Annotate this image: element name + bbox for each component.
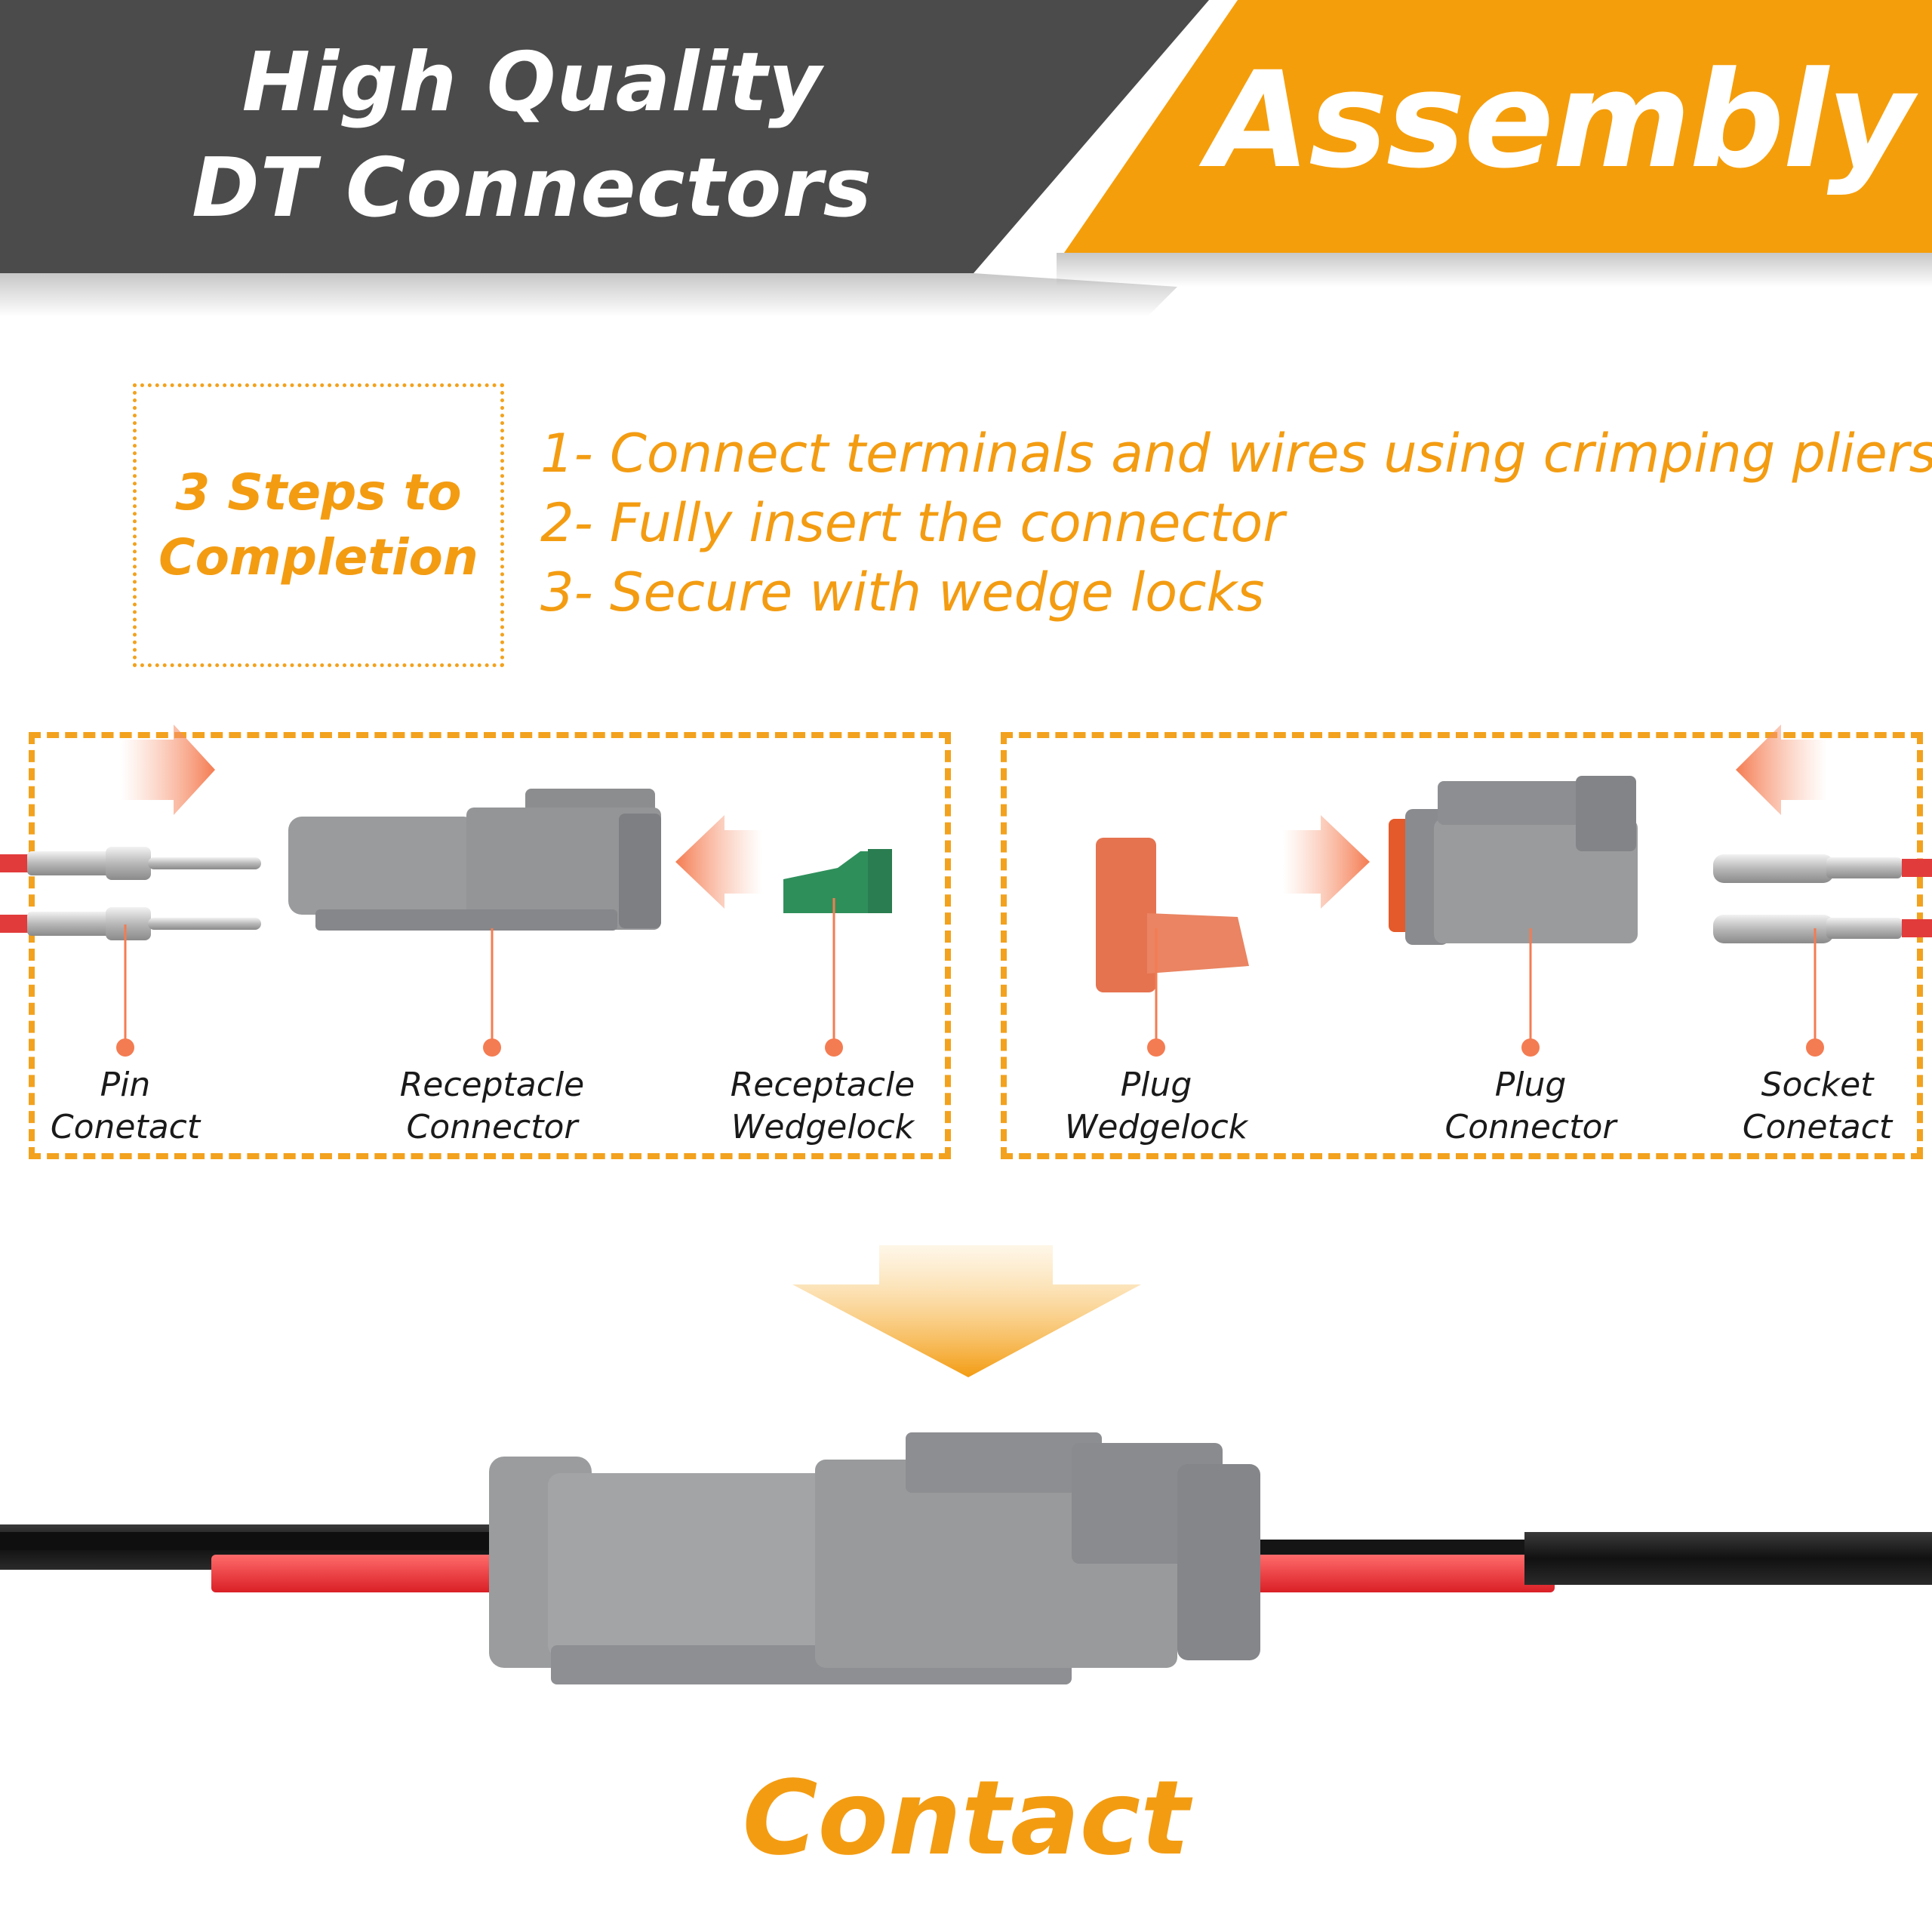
step-item: 3- Secure with wedge locks — [540, 561, 1265, 623]
header-title-line-2: DT Connectors — [192, 141, 872, 235]
pin-contact-icon — [0, 847, 261, 940]
part-label-receptacle-connector: Receptacle Connector — [379, 1064, 605, 1149]
part-label-line: Connector — [406, 1108, 578, 1146]
result-label: Contact — [742, 1759, 1190, 1878]
arrow-right-icon — [121, 724, 215, 815]
part-label-pin-contact: Pin Conetact — [12, 1064, 238, 1149]
dark-banner — [0, 0, 1209, 273]
part-label-receptacle-wedgelock: Receptacle Wedgelock — [709, 1064, 936, 1149]
part-label-line: Connector — [1444, 1108, 1617, 1146]
header-banner — [0, 0, 1932, 317]
steps-heading: 3 Steps to Completion — [158, 460, 478, 590]
steps-heading-box: 3 Steps to Completion — [133, 383, 504, 667]
part-label-line: Receptacle — [399, 1066, 585, 1104]
part-label-line: Plug — [1494, 1066, 1567, 1104]
receptacle-wedgelock-icon — [783, 849, 892, 913]
part-label-plug-connector: Plug Connector — [1417, 1064, 1644, 1149]
header-title: High Quality DT Connectors — [0, 30, 1064, 242]
plug-wedgelock-icon — [1096, 838, 1249, 992]
part-label-plug-wedgelock: Plug Wedgelock — [1043, 1064, 1269, 1149]
parts-illustration — [0, 724, 1932, 1057]
steps-heading-line-2: Completion — [158, 528, 478, 586]
receptacle-parts-box — [29, 732, 951, 1159]
header-title-line-1: High Quality — [242, 35, 823, 130]
part-label-line: Pin — [100, 1066, 151, 1104]
part-label-line: Socket — [1761, 1066, 1874, 1104]
arrow-left-icon — [675, 815, 762, 909]
step-item: 1- Connect terminals and wires using cri… — [540, 423, 1932, 485]
part-label-socket-contact: Socket Conetact — [1704, 1064, 1930, 1149]
part-label-line: Receptacle — [730, 1066, 915, 1104]
plug-connector-icon — [1389, 776, 1638, 945]
part-label-line: Wedgelock — [1064, 1108, 1248, 1146]
plug-parts-box — [1001, 732, 1923, 1159]
part-label-line: Conetact — [1742, 1108, 1893, 1146]
assembly-badge: Assembly — [1208, 43, 1914, 198]
part-label-line: Conetact — [50, 1108, 201, 1146]
arrow-right-icon — [1283, 815, 1370, 909]
part-label-line: Wedgelock — [731, 1108, 915, 1146]
step-item: 2- Fully insert the connector — [540, 492, 1285, 554]
receptacle-connector-icon — [288, 789, 661, 931]
part-label-line: Plug — [1120, 1066, 1192, 1104]
arrow-down-icon — [792, 1245, 1141, 1377]
socket-contact-icon — [1713, 854, 1932, 943]
steps-heading-line-1: 3 Steps to — [175, 463, 462, 521]
assembled-illustration — [0, 1245, 1932, 1684]
arrow-left-icon — [1736, 724, 1826, 815]
orange-banner — [1064, 0, 1932, 253]
leader-lines — [116, 898, 1824, 1057]
steps-list: 1- Connect terminals and wires using cri… — [540, 419, 1932, 627]
assembled-connector-icon — [0, 1432, 1932, 1684]
